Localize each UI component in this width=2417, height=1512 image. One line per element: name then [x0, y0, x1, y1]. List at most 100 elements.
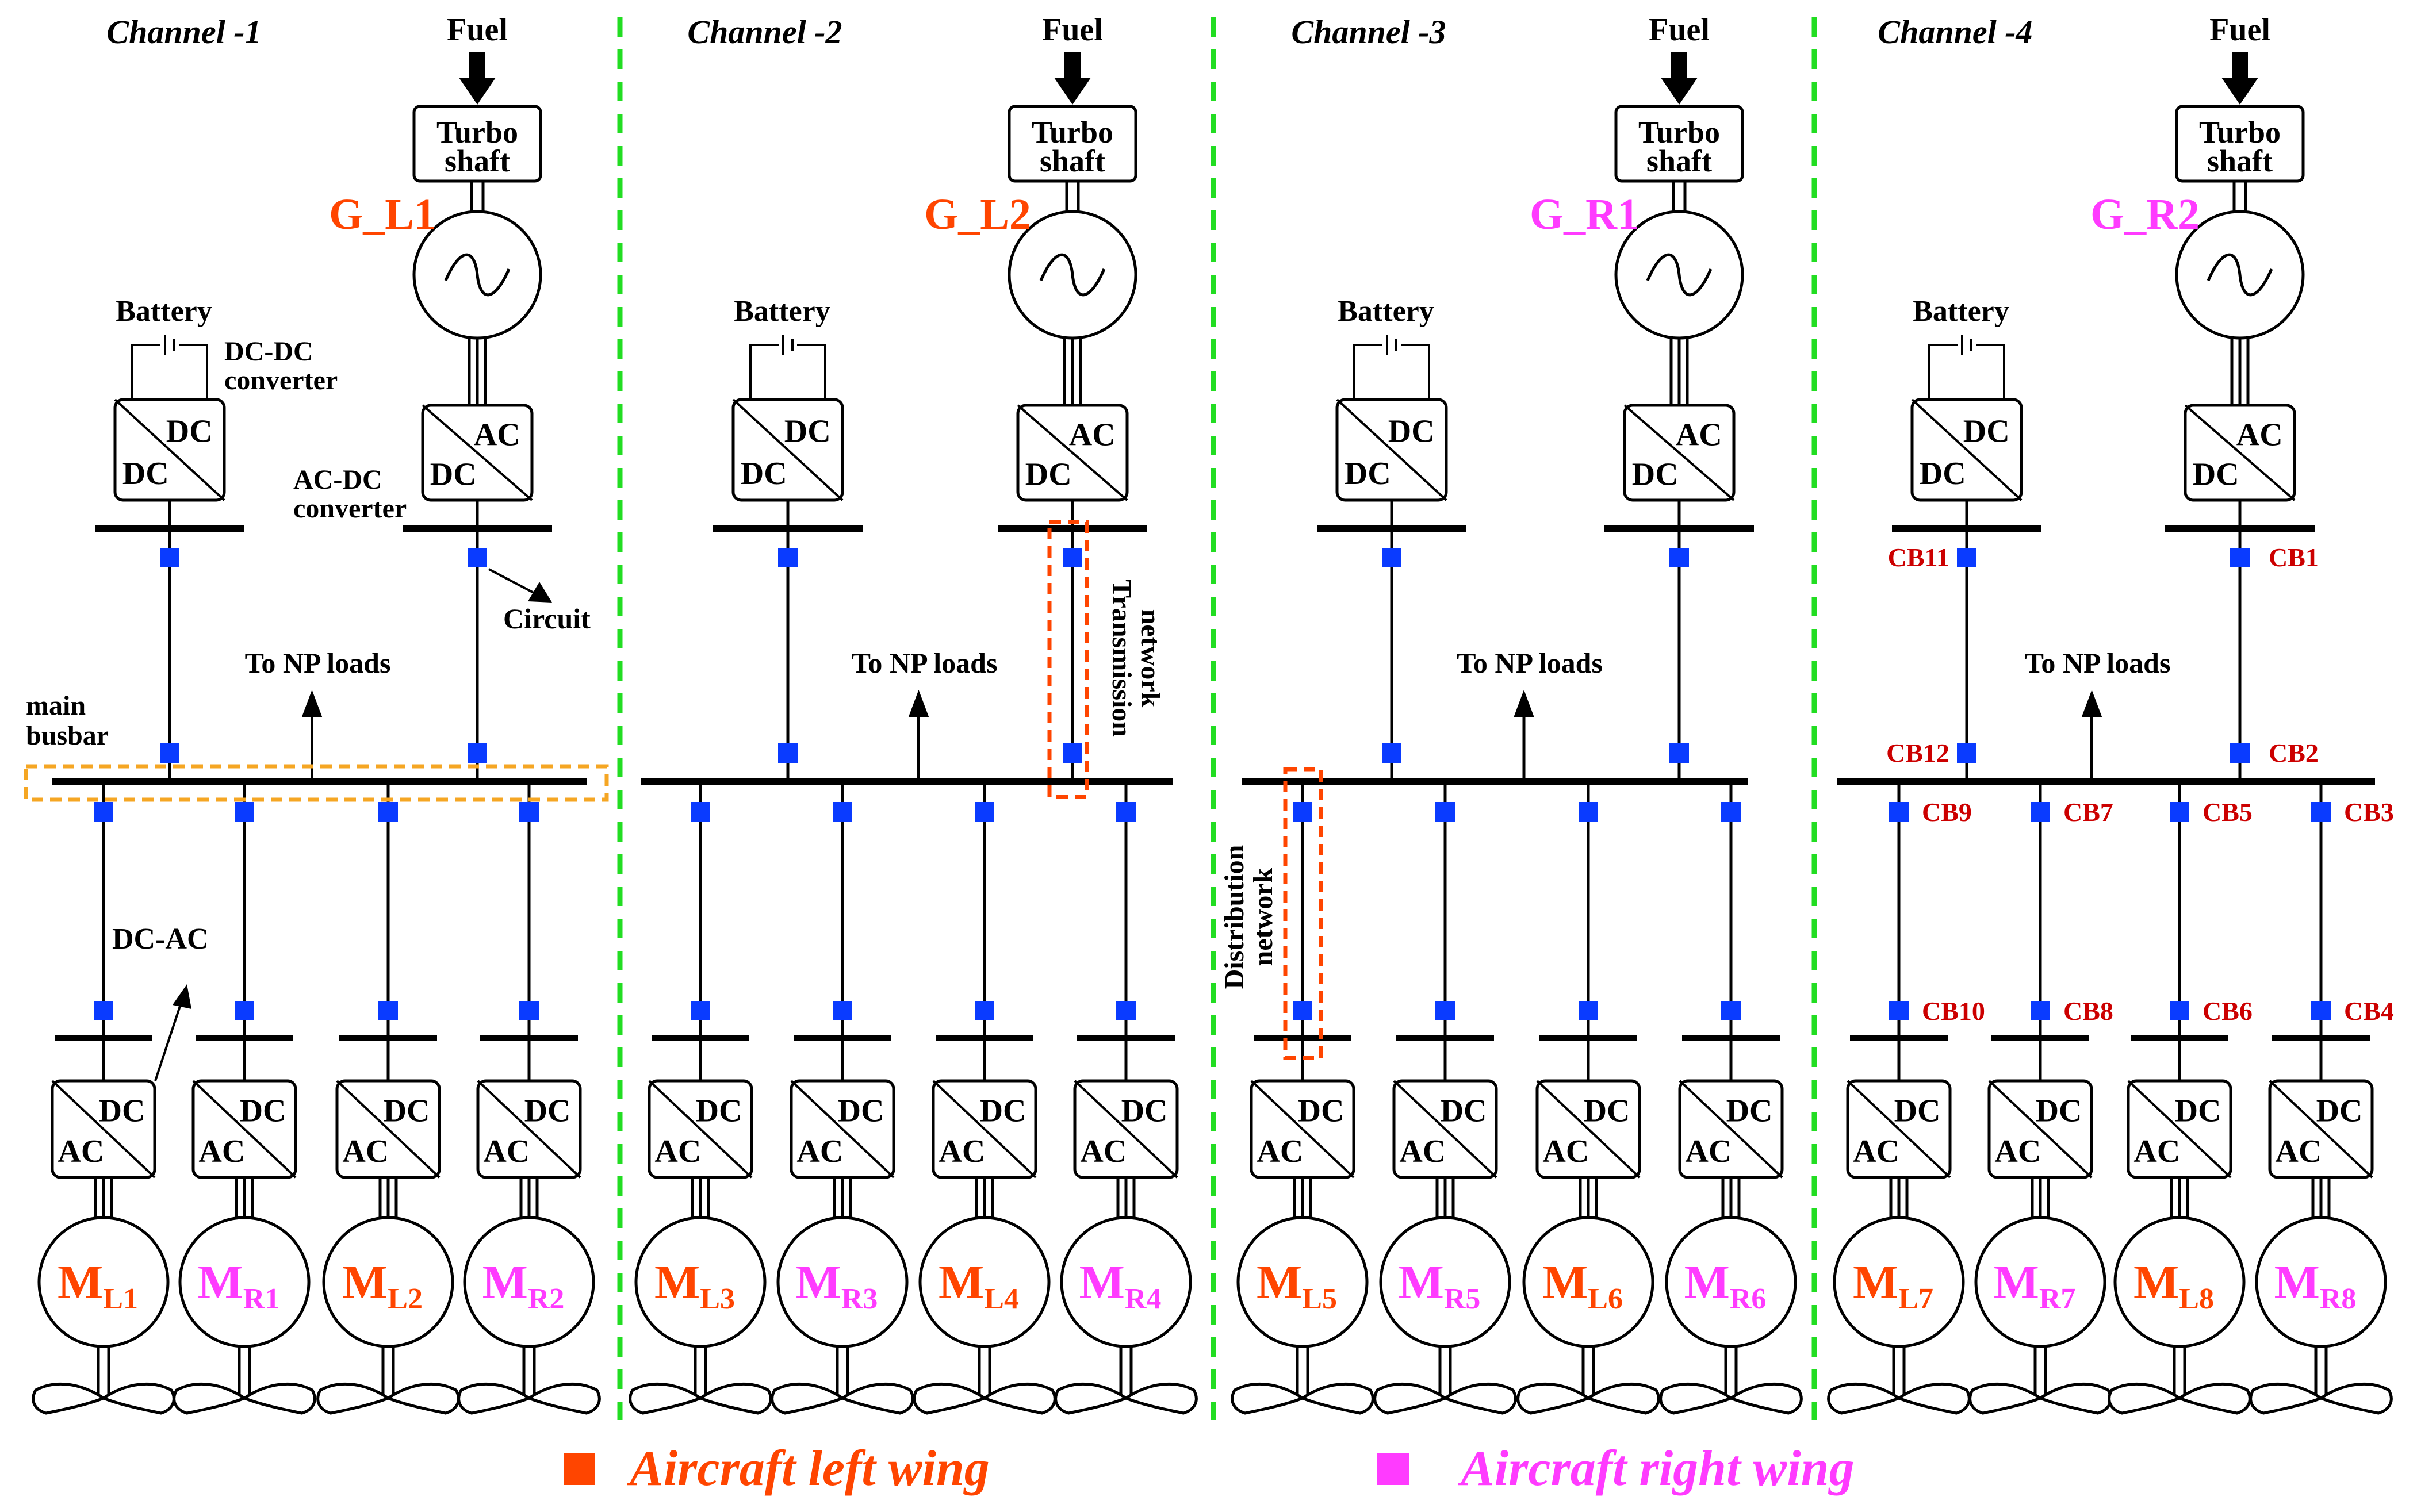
- battery-loop: [131, 344, 208, 401]
- converter-label: DC: [2316, 1093, 2363, 1129]
- propeller-blade-icon: [1442, 1382, 1517, 1415]
- motor-circle: [2113, 1216, 2246, 1348]
- generator-label: G_L2: [924, 190, 1031, 239]
- main-busbar-label: busbar: [26, 720, 109, 751]
- converter-diagonal: [477, 1080, 581, 1179]
- arrow-head-icon: [528, 582, 552, 603]
- cb-label: CB12: [1886, 738, 1949, 767]
- motor-label-sub: L4: [984, 1283, 1019, 1315]
- fuel-label: Fuel: [2209, 12, 2270, 48]
- motor-label-sub: R3: [841, 1283, 878, 1315]
- converter-diagonal: [336, 1080, 441, 1179]
- battery-gap: [160, 338, 179, 352]
- circuit-breaker: [1889, 1001, 1909, 1020]
- converter-diagonal: [51, 1080, 156, 1179]
- motor-circle: [178, 1216, 311, 1348]
- np-arrow-icon: [908, 690, 929, 717]
- converter-label: DC: [696, 1093, 742, 1129]
- battery-loop: [1353, 344, 1430, 401]
- fuel-label: Fuel: [1042, 12, 1103, 48]
- converter-label: DC: [2036, 1093, 2082, 1129]
- motor-label: MR8: [2274, 1256, 2357, 1315]
- motor-label: MR5: [1399, 1256, 1481, 1315]
- motor-label-base: M: [939, 1256, 984, 1309]
- cb-label: CB6: [2203, 996, 2253, 1026]
- distribution-network-label: network: [1248, 868, 1278, 966]
- converter-label: AC: [939, 1134, 985, 1169]
- motor-circle: [1974, 1216, 2106, 1348]
- circuit-breaker: [1957, 548, 1976, 567]
- converter-label: AC: [1542, 1134, 1589, 1169]
- battery-gap: [1382, 338, 1401, 352]
- channel-title: Channel -2: [687, 13, 842, 51]
- turboshaft-label: shaft: [2207, 144, 2273, 178]
- motor-label-sub: L7: [1898, 1283, 1933, 1315]
- converter-label: DC: [1345, 456, 1391, 492]
- propeller-blade-icon: [1895, 1382, 1971, 1415]
- converter-label: AC: [1853, 1134, 1899, 1169]
- converter-diagonal: [1336, 398, 1447, 501]
- converter-label: DC: [1441, 1093, 1487, 1129]
- propeller-blade-icon: [1827, 1382, 1902, 1415]
- circuit-breaker: [1957, 743, 1976, 763]
- motor-label-sub: L3: [700, 1283, 735, 1315]
- converter-label: AC: [2133, 1134, 2180, 1169]
- circuit-breaker: [519, 802, 539, 822]
- motor-label-sub: R5: [1444, 1283, 1481, 1315]
- converter-label: DC: [1920, 456, 1966, 492]
- channel-title: Channel -1: [106, 13, 261, 51]
- circuit-breaker: [1889, 802, 1909, 822]
- converter-label: AC: [1069, 417, 1116, 452]
- converter-label: DC: [838, 1093, 884, 1129]
- acdc-converter-label: AC-DC: [293, 465, 382, 495]
- propeller-blade-icon: [2108, 1382, 2183, 1415]
- converter-label: DC: [166, 414, 213, 450]
- np-loads-label: To NP loads: [245, 647, 391, 679]
- generator-label: G_R2: [2090, 190, 2200, 239]
- converter-label: DC: [1963, 414, 2010, 450]
- np-loads-label: To NP loads: [852, 647, 998, 679]
- cb-label: CB5: [2203, 797, 2253, 827]
- circuit-breaker: [94, 802, 113, 822]
- circuit-breaker: [1382, 548, 1401, 567]
- motor-label-sub: R7: [2039, 1283, 2076, 1315]
- np-arrow-icon: [301, 690, 323, 717]
- generator-label: G_R1: [1530, 190, 1639, 239]
- propeller-blade-icon: [1054, 1382, 1129, 1415]
- motor-circle: [322, 1216, 454, 1348]
- motor-label-base: M: [1542, 1256, 1588, 1309]
- battery-label: Battery: [734, 295, 830, 328]
- circuit-breaker: [1721, 1001, 1741, 1020]
- turboshaft-label: Turbo: [2199, 115, 2281, 149]
- motor-label-sub: L2: [388, 1283, 423, 1315]
- converter-label: AC: [1994, 1134, 2041, 1169]
- converter-diagonal: [1847, 1080, 1951, 1179]
- converter-diagonal: [1074, 1080, 1178, 1179]
- motor-label-sub: R4: [1125, 1283, 1162, 1315]
- converter-diagonal: [1393, 1080, 1497, 1179]
- cb-label: CB4: [2344, 996, 2394, 1026]
- circuit-breaker: [975, 802, 994, 822]
- propeller-blade-icon: [2176, 1382, 2251, 1415]
- motor-label-base: M: [796, 1256, 841, 1309]
- circuit-breaker: [2170, 802, 2189, 822]
- motor-circle: [2255, 1216, 2387, 1348]
- converter-label: DC: [1025, 457, 1072, 493]
- turboshaft-label: Turbo: [1638, 115, 1720, 149]
- converter-label: DC: [430, 457, 477, 493]
- converter-diagonal: [1250, 1080, 1355, 1179]
- converter-label: AC: [796, 1134, 843, 1169]
- cb-label: CB10: [1922, 996, 1985, 1026]
- circuit-breaker: [1063, 548, 1082, 567]
- main-busbar-label: main: [26, 690, 86, 721]
- motor-label-sub: L8: [2179, 1283, 2214, 1315]
- converter-diagonal: [790, 1080, 895, 1179]
- turboshaft-label: shaft: [1646, 144, 1712, 178]
- converter-label: DC: [980, 1093, 1026, 1129]
- circuit-breaker: [1669, 743, 1689, 763]
- converter-label: DC: [2193, 457, 2239, 493]
- converter-label: DC: [1584, 1093, 1630, 1129]
- legend-left-swatch: [564, 1453, 595, 1485]
- converter-diagonal: [1623, 404, 1735, 501]
- converter-label: DC: [524, 1093, 571, 1129]
